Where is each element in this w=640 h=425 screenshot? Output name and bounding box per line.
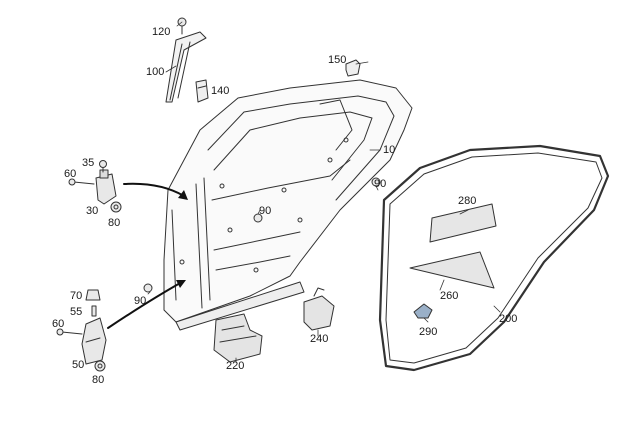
callout-280: 280: [458, 195, 477, 207]
leader-lines: [147, 21, 501, 363]
callout-60-lower: 60: [52, 318, 65, 330]
callout-240: 240: [310, 333, 329, 345]
callout-220: 220: [226, 360, 245, 372]
trim-panel-280: [429, 203, 497, 243]
door-seal: [378, 144, 610, 372]
callout-120: 120: [152, 26, 171, 38]
upper-hinge: [68, 169, 117, 205]
clip-150: [345, 59, 361, 77]
plug-90-c: [143, 283, 153, 293]
latch-240: [303, 287, 335, 331]
door-lock: [213, 313, 263, 363]
callout-100: 100: [146, 66, 165, 78]
lower-hinge: [56, 317, 107, 365]
callout-10: 10: [383, 144, 396, 156]
callout-150: 150: [328, 54, 347, 66]
assembly-arrows: [107, 182, 185, 329]
callout-90-a: 90: [259, 205, 272, 217]
callout-50: 50: [72, 359, 85, 371]
nut-80-upper: [110, 201, 122, 213]
callout-60-upper: 60: [64, 168, 77, 180]
nut-80-lower: [94, 360, 106, 372]
callout-140: 140: [211, 85, 230, 97]
callout-80-upper: 80: [108, 217, 121, 229]
clip-140: [195, 79, 209, 103]
grommet-70: [85, 289, 101, 301]
callout-90-c: 90: [134, 295, 147, 307]
arrow-head-upper: [178, 190, 188, 200]
door-shell: [163, 79, 413, 331]
trim-panel-260: [409, 251, 495, 289]
callout-70: 70: [70, 290, 83, 302]
screw-120: [177, 17, 187, 35]
callout-290: 290: [419, 326, 438, 338]
bolt-55: [91, 305, 97, 317]
bolt-35: [99, 160, 107, 173]
callout-30: 30: [86, 205, 99, 217]
callout-80-lower: 80: [92, 374, 105, 386]
window-channel-strip: [165, 31, 207, 103]
callout-260: 260: [440, 290, 459, 302]
callout-90-b: 90: [374, 178, 387, 190]
arrow-head-lower: [176, 280, 186, 288]
callout-200: 200: [499, 313, 518, 325]
callout-55: 55: [70, 306, 83, 318]
clip-290: [413, 303, 433, 319]
callout-35: 35: [82, 157, 95, 169]
